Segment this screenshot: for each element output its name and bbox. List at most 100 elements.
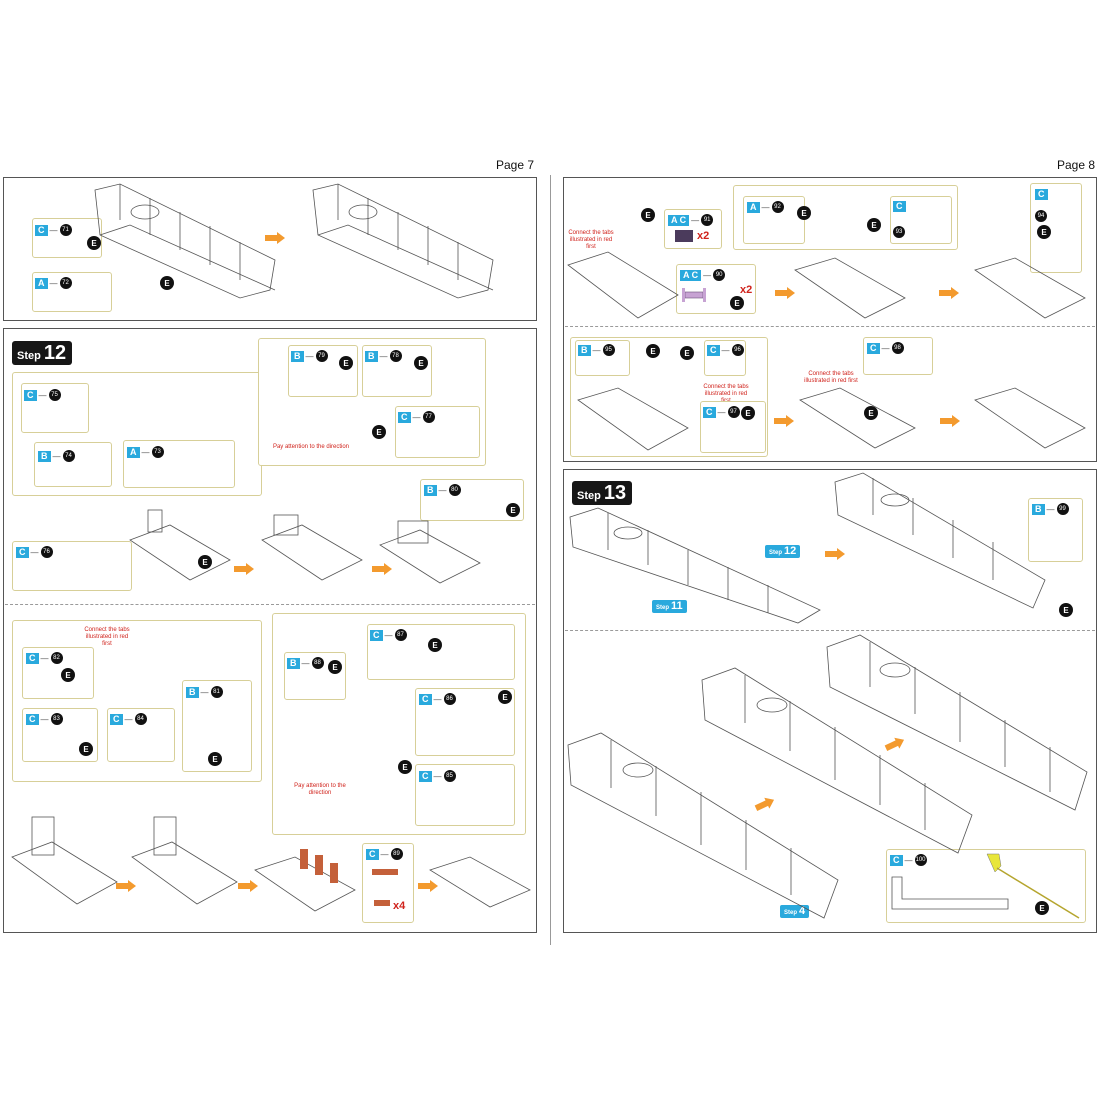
part-label-80: B—80 <box>424 484 461 496</box>
part-number: 71 <box>59 224 72 236</box>
e-sheet-icon: E <box>641 208 655 222</box>
e-sheet-icon: E <box>208 752 222 766</box>
part-number: 83 <box>50 713 63 725</box>
dark-part-icon <box>675 230 693 242</box>
part-number: 88 <box>311 657 324 669</box>
direction-note: Pay attention to the direction <box>294 783 346 796</box>
part-box-87 <box>367 624 515 680</box>
step-word: Step <box>577 490 601 502</box>
part-box-76 <box>12 541 132 591</box>
arrow-icon <box>775 287 795 299</box>
part-label-97: C—97 <box>703 406 740 418</box>
part-number: 98 <box>891 342 904 354</box>
tabs-note: Connect the tabs illustrated in red firs… <box>84 627 130 647</box>
page-label-left: Page 7 <box>496 158 535 172</box>
sheet-letter: A <box>35 277 48 289</box>
mast-part-icon <box>986 853 1080 919</box>
sheet-letter: B <box>1032 503 1045 515</box>
sheet-letter: A C <box>668 214 690 226</box>
part-number: 84 <box>134 713 147 725</box>
part-box-86 <box>415 688 515 756</box>
sheet-letter: C <box>1035 189 1048 200</box>
step-word: Step <box>656 605 670 611</box>
part-label-81: B—81 <box>186 686 223 698</box>
part-number: 96 <box>731 344 744 356</box>
part-label-78: B—78 <box>365 350 402 362</box>
deck-drawing <box>131 816 238 905</box>
copper-part-icon <box>372 869 398 875</box>
part-number: 80 <box>448 484 461 496</box>
sheet-letter: C <box>370 629 383 641</box>
sheet-letter: A <box>747 201 760 213</box>
arrow-icon <box>884 737 905 751</box>
part-label-74: B—74 <box>38 450 75 462</box>
part-label-77: C—77 <box>398 411 435 423</box>
right-top-divider <box>565 326 1095 327</box>
deck-drawing <box>254 849 356 912</box>
part-label-76: C—76 <box>16 546 53 558</box>
deck-drawing <box>379 520 481 584</box>
step-number: 12 <box>43 342 67 364</box>
e-sheet-icon: E <box>372 425 386 439</box>
quantity-label: x4 <box>393 900 406 912</box>
sheet-letter: C <box>867 342 880 354</box>
deck-drawing <box>567 251 679 319</box>
part-number: 74 <box>62 450 75 462</box>
part-box-73 <box>123 440 235 488</box>
quantity-label: x2 <box>697 230 710 242</box>
copper-part-icon <box>374 900 390 906</box>
part-number: 93 <box>893 226 905 238</box>
e-sheet-icon: E <box>398 760 412 774</box>
sheet-letter: C <box>26 713 39 725</box>
part-label-75: C—75 <box>24 389 61 401</box>
part-number: 87 <box>394 629 407 641</box>
sheet-letter: C <box>398 411 411 423</box>
e-sheet-icon: E <box>1037 225 1051 239</box>
part-number: 97 <box>727 406 740 418</box>
arrow-icon <box>774 415 794 427</box>
part-number: 86 <box>443 693 456 705</box>
e-sheet-icon: E <box>797 206 811 220</box>
part-label-85: C—85 <box>419 770 456 782</box>
part-label-95: B—95 <box>578 344 615 356</box>
deck-drawing <box>577 387 689 451</box>
sheet-letter: C <box>366 848 379 860</box>
deck-drawing <box>129 509 231 581</box>
sheet-letter: C <box>703 406 716 418</box>
arrow-icon <box>939 287 959 299</box>
deck-drawing <box>799 387 916 449</box>
e-sheet-icon: E <box>198 555 212 569</box>
sheet-letter: A <box>127 446 140 458</box>
part-number: 89 <box>390 848 403 860</box>
e-sheet-icon: E <box>864 406 878 420</box>
part-label-100: C—100 <box>890 854 927 866</box>
e-sheet-icon: E <box>79 742 93 756</box>
sheet-letter: B <box>424 484 437 496</box>
e-sheet-icon: E <box>328 660 342 674</box>
part-number: 100 <box>914 854 927 866</box>
e-sheet-icon: E <box>160 276 174 290</box>
part-number: 99 <box>1056 503 1069 515</box>
part-number: 79 <box>315 350 328 362</box>
sheet-letter: C <box>24 389 37 401</box>
deck-drawing <box>261 514 363 581</box>
part-label-84: C—84 <box>110 713 147 725</box>
e-sheet-icon: E <box>646 344 660 358</box>
sheet-letter: C <box>419 770 432 782</box>
step-word: Step <box>17 350 41 362</box>
page-label-right: Page 8 <box>1057 158 1096 172</box>
step-number: 13 <box>603 482 627 504</box>
part-number: 92 <box>771 201 784 213</box>
part-label-93: C <box>893 201 906 212</box>
part-number: 72 <box>59 277 72 289</box>
e-sheet-icon: E <box>730 296 744 310</box>
sheet-letter: C <box>707 344 720 356</box>
tabs-note: Connect the tabs illustrated in red firs… <box>804 371 858 384</box>
part-label-94: C <box>1035 189 1048 200</box>
part-label-73: A—73 <box>127 446 164 458</box>
e-sheet-icon: E <box>741 406 755 420</box>
part-label-99: B—99 <box>1032 503 1069 515</box>
